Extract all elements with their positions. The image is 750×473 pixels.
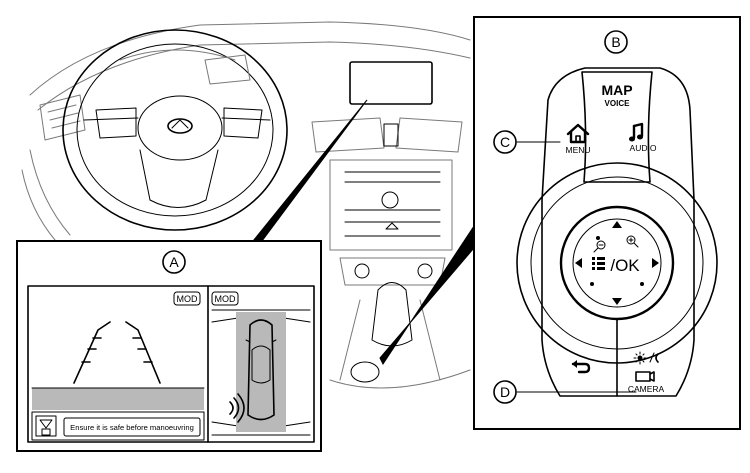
screen-inset: A MOD Ensure it is safe before <box>16 240 322 452</box>
callout-b: B <box>611 34 620 50</box>
menu-button[interactable]: MENU <box>565 123 591 155</box>
mod-badge-left: MOD <box>177 294 198 304</box>
callout-d: D <box>500 384 510 400</box>
menu-label: MENU <box>565 145 590 155</box>
warning-message: Ensure it is safe before manoeuvring <box>70 423 194 432</box>
day-night-icon <box>633 351 659 365</box>
camera-icon <box>635 371 655 382</box>
list-icon <box>592 257 605 270</box>
dial-direction-markers <box>575 221 659 305</box>
voice-label: VOICE <box>605 99 631 108</box>
sonar-icon <box>229 393 245 423</box>
map-label: MAP <box>601 82 632 98</box>
brand-logo-icon <box>167 118 193 134</box>
center-display <box>349 61 433 105</box>
callout-a: A <box>169 254 179 270</box>
zoom-in-icon <box>626 235 639 248</box>
back-arrow-icon <box>571 360 591 374</box>
dashboard-illustration <box>21 21 471 389</box>
camera-button[interactable]: CAMERA <box>628 351 665 394</box>
pointer-to-screen <box>251 99 368 242</box>
home-icon <box>566 123 590 144</box>
audio-label: AUDIO <box>630 143 657 153</box>
back-button[interactable] <box>571 360 591 374</box>
vehicle-top-view-icon <box>245 319 277 421</box>
around-view: MOD <box>211 291 311 436</box>
ok-button[interactable]: /OK <box>592 256 640 275</box>
zoom-out-icon <box>593 240 606 253</box>
caution-icon <box>39 419 53 436</box>
map-voice-button[interactable]: MAP VOICE <box>581 71 653 183</box>
ok-label: /OK <box>610 256 640 275</box>
rear-camera-view: MOD Ensure it is safe before manoeuvring <box>31 291 205 441</box>
mod-badge-right: MOD <box>215 294 236 304</box>
pointer-to-controller <box>379 224 475 365</box>
steering-wheel <box>62 29 288 231</box>
audio-button[interactable]: AUDIO <box>629 122 657 153</box>
music-note-icon <box>629 122 644 142</box>
controller-inset: B MAP VOICE MENU AUDIO <box>473 16 741 430</box>
camera-label: CAMERA <box>628 384 665 394</box>
callout-c: C <box>500 134 510 150</box>
